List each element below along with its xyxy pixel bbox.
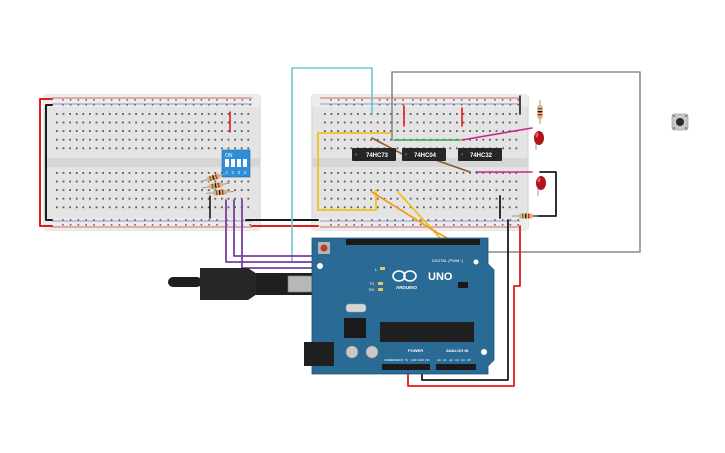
arduino-analog-label: ANALOG IN bbox=[446, 348, 469, 353]
arduino-logo-icon bbox=[392, 270, 417, 282]
breadboard-left-holes bbox=[56, 99, 251, 226]
ic-chips[interactable]: 74HC73 74HC04 74HC32 bbox=[352, 148, 502, 161]
dip-switch-pos-2: 2 bbox=[232, 170, 235, 175]
wire-red-power bbox=[407, 225, 521, 387]
dip-switch-pos-1: 1 bbox=[226, 170, 229, 175]
dip-switch[interactable]: ON 1 2 3 4 bbox=[221, 149, 251, 178]
resistor-right-led-1 bbox=[537, 100, 543, 124]
wire-red-left-rail bbox=[39, 98, 53, 227]
arduino-digital-header[interactable] bbox=[346, 239, 480, 245]
resistor-left-1 bbox=[200, 172, 228, 183]
arduino-tx-label: TX bbox=[369, 281, 374, 286]
usb-cable[interactable] bbox=[168, 268, 315, 300]
wire-brown-1 bbox=[371, 137, 407, 157]
dip-switch-on-label: ON bbox=[225, 153, 233, 159]
breadboard-right[interactable] bbox=[311, 94, 529, 231]
wire-black-left-rail bbox=[45, 104, 53, 221]
chip-74hc04[interactable]: 74HC04 bbox=[402, 148, 446, 161]
chip-74hc73-label: 74HC73 bbox=[366, 153, 389, 159]
arduino-power-pin-labels: IOREF RESET 3.3V 5V GND GND VIN bbox=[384, 358, 429, 362]
arduino-uno[interactable]: DIGITAL (PWM~) L TX RX UNO ARDUINO POWER… bbox=[304, 237, 495, 375]
resistor-right-led-2 bbox=[512, 213, 538, 219]
wire-yellow-1 bbox=[317, 132, 391, 211]
breadboard-left[interactable] bbox=[43, 94, 261, 231]
svg-text:A1: A1 bbox=[443, 358, 447, 362]
arduino-atmega-chip bbox=[380, 322, 474, 342]
chip-74hc32-label: 74HC32 bbox=[470, 153, 493, 159]
svg-text:A4: A4 bbox=[461, 358, 465, 362]
svg-text:GND: GND bbox=[418, 358, 424, 362]
wire-black-power bbox=[421, 219, 509, 381]
dip-switch-toggle-3[interactable] bbox=[237, 159, 241, 167]
leds[interactable] bbox=[534, 131, 546, 196]
led-red-1 bbox=[534, 131, 544, 150]
svg-text:A5: A5 bbox=[467, 358, 471, 362]
svg-text:A2: A2 bbox=[449, 358, 453, 362]
pushbutton[interactable] bbox=[671, 113, 689, 131]
chip-74hc73[interactable]: 74HC73 bbox=[352, 148, 396, 161]
arduino-analog-header[interactable] bbox=[436, 364, 476, 370]
wire-magenta-1 bbox=[461, 127, 533, 141]
resistors[interactable] bbox=[200, 100, 543, 219]
dip-switch-toggle-1[interactable] bbox=[225, 159, 229, 167]
svg-text:A0: A0 bbox=[437, 358, 441, 362]
svg-text:A3: A3 bbox=[455, 358, 459, 362]
arduino-power-jack[interactable] bbox=[304, 342, 334, 366]
svg-text:RESET: RESET bbox=[391, 358, 400, 362]
dip-switch-pos-3: 3 bbox=[238, 170, 241, 175]
svg-text:GND: GND bbox=[411, 358, 417, 362]
svg-text:5V: 5V bbox=[405, 358, 408, 362]
dip-switch-toggle-4[interactable] bbox=[243, 159, 247, 167]
arduino-usb-chip bbox=[344, 318, 366, 338]
arduino-analog-pin-labels: A0 A1 A2 A3 A4 A5 bbox=[437, 358, 471, 362]
arduino-power-header[interactable] bbox=[382, 364, 430, 370]
resistor-left-3 bbox=[205, 189, 234, 196]
arduino-l-label: L bbox=[375, 267, 378, 272]
arduino-model-label: UNO bbox=[428, 271, 453, 283]
svg-text:IOREF: IOREF bbox=[384, 358, 392, 362]
arduino-digital-label: DIGITAL (PWM~) bbox=[432, 258, 464, 263]
led-red-2 bbox=[536, 176, 546, 196]
svg-text:3.3V: 3.3V bbox=[398, 358, 404, 362]
arduino-brand-label: ARDUINO bbox=[396, 285, 417, 290]
dip-switch-pos-4: 4 bbox=[244, 170, 247, 175]
resistor-left-2 bbox=[202, 182, 230, 189]
chip-74hc32[interactable]: 74HC32 bbox=[458, 148, 502, 161]
dip-switch-toggle-2[interactable] bbox=[231, 159, 235, 167]
chip-74hc04-label: 74HC04 bbox=[414, 153, 437, 159]
arduino-power-label: POWER bbox=[408, 348, 423, 353]
arduino-rx-label: RX bbox=[369, 287, 375, 292]
svg-text:VIN: VIN bbox=[425, 358, 429, 362]
